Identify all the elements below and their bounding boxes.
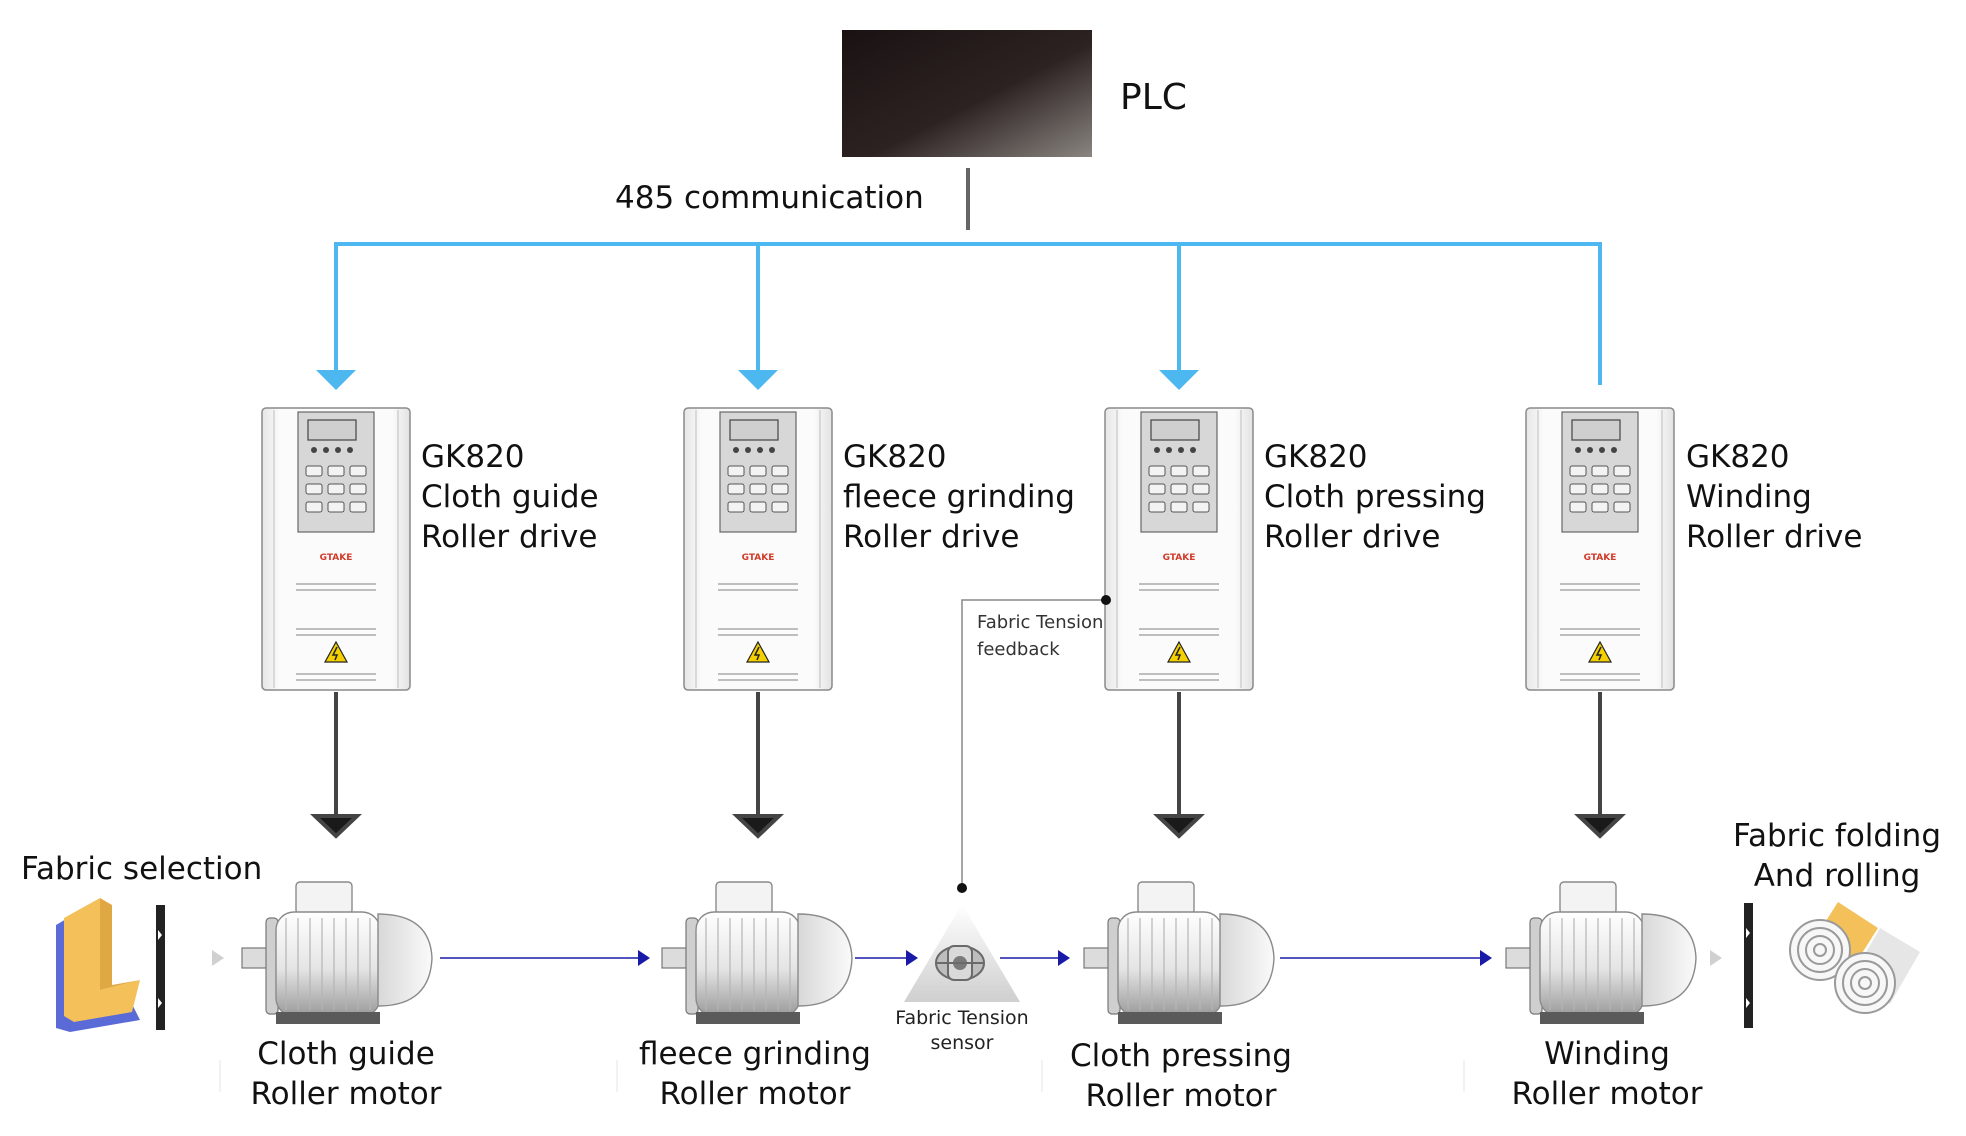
bus-label: 485 communication [615, 180, 924, 216]
motor-function: Cloth guide [257, 1036, 435, 1072]
drive-model: GK820 [1686, 439, 1790, 475]
motor-label-2: fleece grinding Roller motor [605, 1034, 905, 1114]
flow-arrow-2 [906, 950, 918, 966]
warning-icon [323, 640, 349, 663]
sensor-label: Fabric Tension sensor [862, 1006, 1062, 1056]
motor-label-4: Winding Roller motor [1457, 1034, 1757, 1114]
brand-logo: GTAKE [742, 553, 775, 563]
brand-logo: GTAKE [320, 553, 353, 563]
drive-model: GK820 [421, 439, 525, 475]
warning-icon [745, 640, 771, 663]
brand-logo: GTAKE [1584, 553, 1617, 563]
motor-type: Roller motor [659, 1076, 851, 1112]
drive-label-3: GK820 Cloth pressing Roller drive [1264, 437, 1486, 557]
sensor-label-line1: Fabric Tension [895, 1007, 1029, 1029]
entry-arrow [212, 950, 224, 966]
drive-motor-arrow [1153, 814, 1205, 839]
motor-type: Roller motor [250, 1076, 442, 1112]
brand-logo: GTAKE [1163, 553, 1196, 563]
fabric-folding-line1: Fabric folding [1732, 818, 1942, 854]
fabric-rolls-icon [1744, 902, 1920, 1028]
drive-label-4: GK820 Winding Roller drive [1686, 437, 1862, 557]
drive-function: fleece grinding [843, 479, 1075, 515]
drive-unit-1: GTAKE [261, 407, 411, 691]
drive-unit-4: GTAKE [1525, 407, 1675, 691]
bus-arrow-1 [316, 370, 356, 390]
motor-3 [1083, 881, 1275, 1024]
sensor-label-line2: sensor [930, 1032, 994, 1054]
motor-4 [1505, 881, 1697, 1024]
feedback-label-line1: Fabric Tension [977, 612, 1104, 633]
drive-function: Winding [1686, 479, 1812, 515]
feedback-node [1101, 595, 1111, 605]
motor-2 [661, 881, 853, 1024]
drive-unit-2: GTAKE [683, 407, 833, 691]
flow-arrow-4 [1480, 950, 1492, 966]
drive-label-2: GK820 fleece grinding Roller drive [843, 437, 1075, 557]
tension-sensor-icon [904, 904, 1020, 1002]
drive-type: Roller drive [843, 519, 1020, 555]
drive-motor-arrow [310, 814, 362, 839]
warning-icon [1166, 640, 1192, 663]
fabric-selection-icon [56, 898, 165, 1032]
drive-model: GK820 [843, 439, 947, 475]
bus-arrow-2 [738, 370, 778, 390]
flow-arrow-1 [638, 950, 650, 966]
flow-arrow-3 [1058, 950, 1070, 966]
plc-label: PLC [1120, 77, 1187, 118]
feedback-label-line2: feedback [977, 639, 1060, 660]
motor-type: Roller motor [1511, 1076, 1703, 1112]
drive-label-1: GK820 Cloth guide Roller drive [421, 437, 599, 557]
fabric-selection-label: Fabric selection [21, 851, 263, 887]
drive-unit-3: GTAKE [1104, 407, 1254, 691]
bus-arrow-3 [1159, 370, 1199, 390]
exit-arrow [1710, 950, 1722, 966]
drive-function: Cloth pressing [1264, 479, 1486, 515]
communication-bus [334, 242, 1602, 385]
drive-type: Roller drive [421, 519, 598, 555]
feedback-line [961, 599, 1106, 888]
feedback-label: Fabric Tension feedback [977, 609, 1103, 663]
motor-type: Roller motor [1085, 1078, 1277, 1114]
plc-box [842, 30, 1092, 157]
drive-motor-arrow [732, 814, 784, 839]
drive-motor-arrow [1574, 814, 1626, 839]
motor-function: Winding [1544, 1036, 1670, 1072]
warning-icon [1587, 640, 1613, 663]
motor-function: Cloth pressing [1070, 1038, 1292, 1074]
motor-label-1: Cloth guide Roller motor [196, 1034, 496, 1114]
drive-model: GK820 [1264, 439, 1368, 475]
drive-type: Roller drive [1264, 519, 1441, 555]
motor-label-3: Cloth pressing Roller motor [1031, 1036, 1331, 1116]
drive-function: Cloth guide [421, 479, 599, 515]
drive-type: Roller drive [1686, 519, 1863, 555]
sensor-node [957, 883, 967, 893]
motor-function: fleece grinding [639, 1036, 871, 1072]
fabric-folding-label: Fabric folding And rolling [1692, 816, 1966, 896]
fabric-folding-line2: And rolling [1753, 858, 1921, 894]
motor-1 [241, 881, 433, 1024]
